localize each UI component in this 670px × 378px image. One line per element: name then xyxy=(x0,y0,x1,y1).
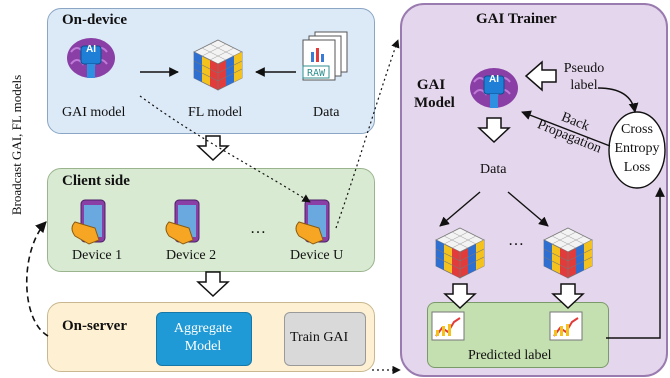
device-u-label: Device U xyxy=(290,248,344,263)
data-docs-icon xyxy=(302,31,348,81)
broadcast-side-label: Broadcast GAI, FL models xyxy=(9,74,24,216)
pseudo-to-loss-arrow xyxy=(597,87,639,113)
data-label: Data xyxy=(313,105,340,120)
cross-entropy-loss-text: Cross Entropy Loss xyxy=(614,122,660,175)
on-server-title: On-server xyxy=(62,318,127,334)
train-gai-box xyxy=(284,312,366,366)
data-to-cube-right-arrow xyxy=(507,191,549,227)
aggregate-model-label: Aggregate Model xyxy=(173,321,233,354)
trainer-gai-model-label: GAI Model xyxy=(414,77,455,111)
fl-cube-icon xyxy=(193,39,243,91)
gai-trainer-title: GAI Trainer xyxy=(476,11,557,27)
trainer-ai-tag: AI xyxy=(489,74,499,85)
client-side-title: Client side xyxy=(62,173,130,189)
predicted-label-text: Predicted label xyxy=(468,348,552,363)
client-ellipsis: … xyxy=(250,220,266,237)
raw-tag: RAW xyxy=(307,68,326,79)
broadcast-dashed-arrow xyxy=(25,221,49,337)
cube-right-down-arrow xyxy=(552,283,584,309)
on-device-title: On-device xyxy=(62,12,127,28)
trainer-cube-left-icon xyxy=(435,227,485,279)
train-gai-label: Train GAI xyxy=(290,330,349,345)
trainer-cube-right-icon xyxy=(543,227,593,279)
trainer-ellipsis: … xyxy=(508,232,524,249)
device-to-trainer-dotted-arrow xyxy=(335,39,400,229)
fl-model-label: FL model xyxy=(188,105,243,120)
predicted-chart-left-icon xyxy=(431,311,465,341)
device-u-phone-icon xyxy=(295,199,330,245)
device-2-phone-icon xyxy=(165,199,200,245)
ai-tag: AI xyxy=(86,44,96,55)
client-to-server-arrow xyxy=(197,271,229,297)
model-to-data-arrow xyxy=(478,117,510,143)
device-2-label: Device 2 xyxy=(166,248,217,263)
trainer-data-label: Data xyxy=(480,162,507,177)
aggregate-model-box xyxy=(156,312,252,366)
pseudo-label-hollow-arrow xyxy=(524,60,557,92)
device-1-label: Device 1 xyxy=(72,248,123,263)
cube-left-down-arrow xyxy=(444,283,476,309)
pseudo-label-text: Pseudo label xyxy=(563,61,605,93)
fl-to-device-u-dotted-arrow xyxy=(139,95,311,203)
device-1-phone-icon xyxy=(71,199,106,245)
predicted-to-loss-arrow xyxy=(606,187,665,339)
gai-model-label: GAI model xyxy=(62,105,126,120)
data-to-cube-left-arrow xyxy=(439,191,481,227)
device-to-client-arrow xyxy=(197,135,229,161)
backprop-arrow xyxy=(521,110,611,147)
predicted-chart-right-icon xyxy=(549,311,583,341)
